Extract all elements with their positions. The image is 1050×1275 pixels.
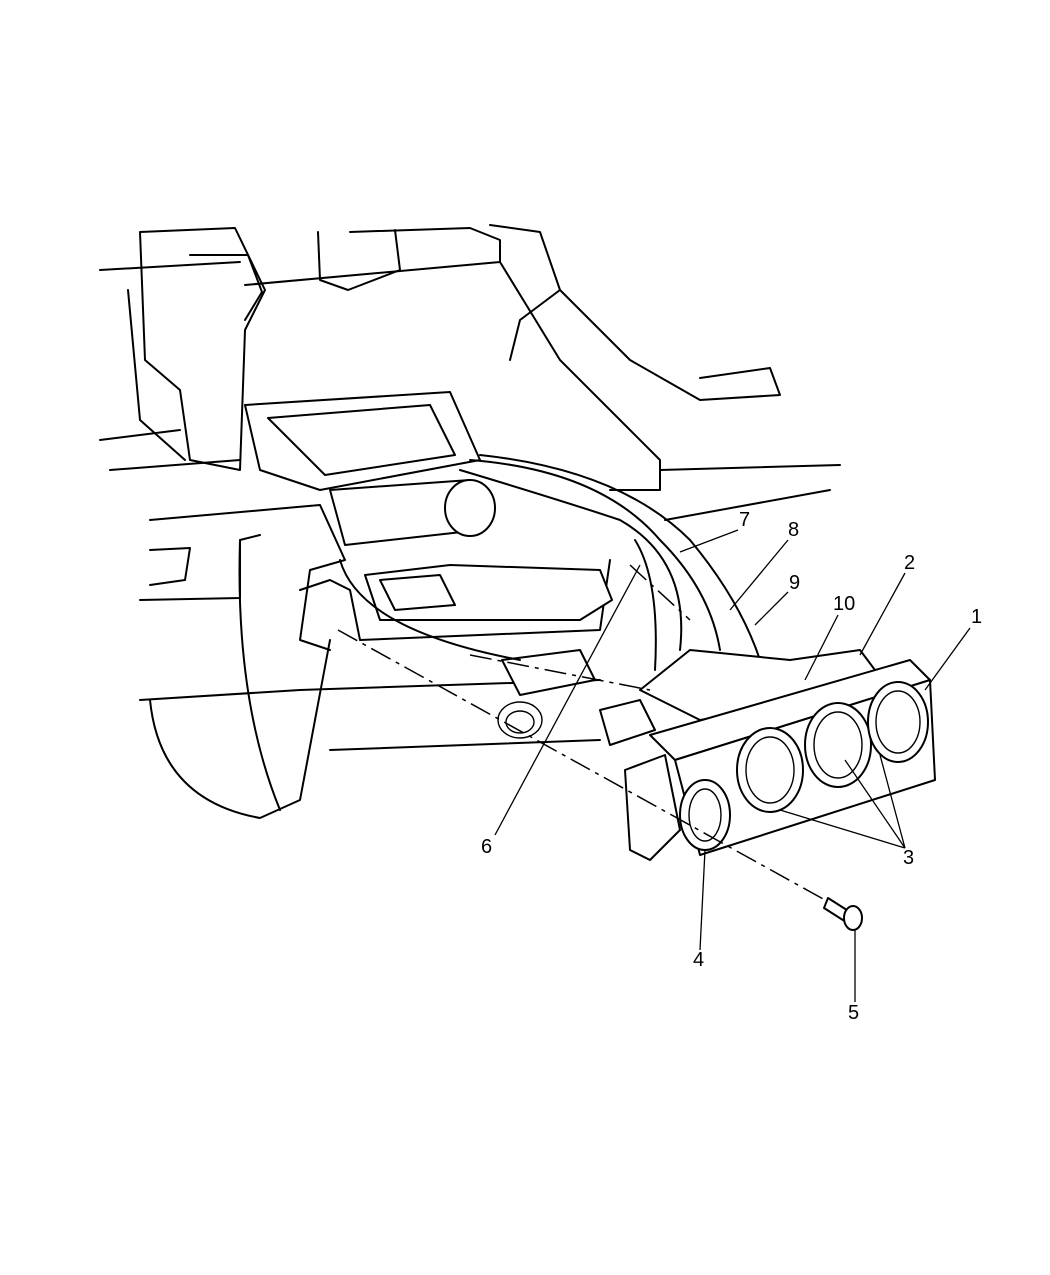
callout-4: 4 [693,949,705,971]
air-duct [244,391,496,546]
callout-7: 7 [739,509,751,531]
callout-2: 2 [904,552,916,574]
callout-1: 1 [971,606,983,628]
callout-6: 6 [481,836,493,858]
screw [823,897,863,931]
control-cables [339,454,761,671]
callout-5: 5 [848,1002,860,1024]
callout-9: 9 [789,572,801,594]
blower-module [364,564,613,696]
callout-3: 3 [903,847,915,869]
leader-lines [494,529,971,1002]
callout-10: 10 [833,593,856,615]
callout-8: 8 [788,519,800,541]
control-head-assembly [599,649,936,861]
alignment-lines [337,564,826,901]
